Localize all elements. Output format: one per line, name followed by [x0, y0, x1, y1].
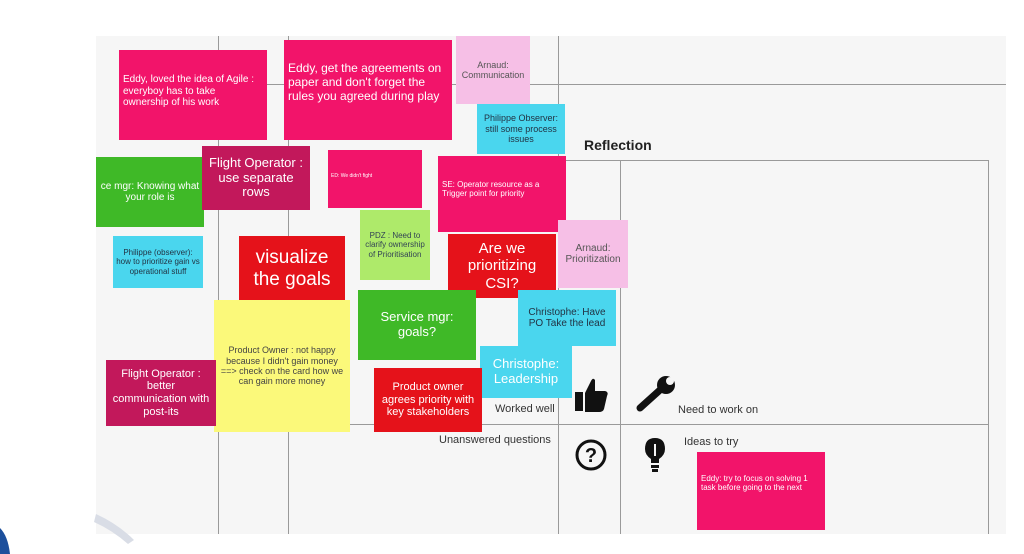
sticky-note-se-operator[interactable]: SE: Operator resource as a Trigger point…: [438, 156, 566, 232]
sticky-note-pdz[interactable]: PDZ : Need to clarify ownership of Prior…: [360, 210, 430, 280]
sticky-note-eddy-agile[interactable]: Eddy, loved the idea of Agile : everyboy…: [119, 50, 267, 140]
sticky-note-product-owner-money[interactable]: Product Owner : not happy because I didn…: [214, 300, 350, 432]
reflection-title: Reflection: [584, 137, 652, 153]
sticky-note-arnaud-prioritization[interactable]: Arnaud: Prioritization: [558, 220, 628, 288]
sticky-note-product-owner-priority[interactable]: Product owner agrees priority with key s…: [374, 368, 482, 432]
grid-line-vertical: [620, 160, 621, 534]
sticky-note-philippe-process[interactable]: Philippe Observer: still some process is…: [477, 104, 565, 154]
sticky-note-flight-communication[interactable]: Flight Operator : better communication w…: [106, 360, 216, 426]
corner-decoration: [0, 514, 134, 554]
question-circle-icon: ?: [575, 439, 607, 471]
worked-well-label: Worked well: [495, 403, 555, 415]
unanswered-questions-label: Unanswered questions: [439, 434, 551, 446]
sticky-note-eddy-focus[interactable]: Eddy: try to focus on solving 1 task bef…: [697, 452, 825, 530]
sticky-note-arnaud-communication[interactable]: Arnaud: Communication: [456, 36, 530, 104]
need-to-work-on-label: Need to work on: [678, 404, 759, 416]
lightbulb-icon: [645, 438, 665, 472]
grid-line-horizontal: [350, 424, 988, 425]
retrospective-board: Reflection Worked well Need to work on U…: [96, 36, 1006, 534]
sticky-note-ed-fight[interactable]: ED: We didn't fight: [328, 150, 422, 208]
ideas-to-try-label: Ideas to try: [684, 436, 739, 448]
sticky-note-are-we-prioritizing[interactable]: Are we prioritizing CSI?: [448, 234, 556, 298]
thumbs-up-icon: [575, 378, 608, 412]
sticky-note-ce-mgr[interactable]: ce mgr: Knowing what your role is: [96, 157, 204, 227]
sticky-note-flight-separate-rows[interactable]: Flight Operator : use separate rows: [202, 146, 310, 210]
sticky-note-eddy-agreements[interactable]: Eddy, get the agreements on paper and do…: [284, 40, 452, 140]
sticky-note-christophe-po[interactable]: Christophe: Have PO Take the lead: [518, 290, 616, 346]
wrench-icon: [636, 376, 675, 412]
grid-line-horizontal: [266, 84, 1006, 85]
sticky-note-service-mgr[interactable]: Service mgr: goals?: [358, 290, 476, 360]
grid-line-horizontal: [558, 160, 988, 161]
grid-line-vertical: [218, 36, 219, 534]
sticky-note-philippe-prioritize[interactable]: Philippe (observer): how to prioritize g…: [113, 236, 203, 288]
sticky-note-visualize-goals[interactable]: visualize the goals: [239, 236, 345, 302]
grid-line-vertical: [988, 160, 989, 534]
sticky-note-christophe-leadership[interactable]: Christophe: Leadership: [480, 346, 572, 398]
svg-text:?: ?: [585, 445, 597, 467]
